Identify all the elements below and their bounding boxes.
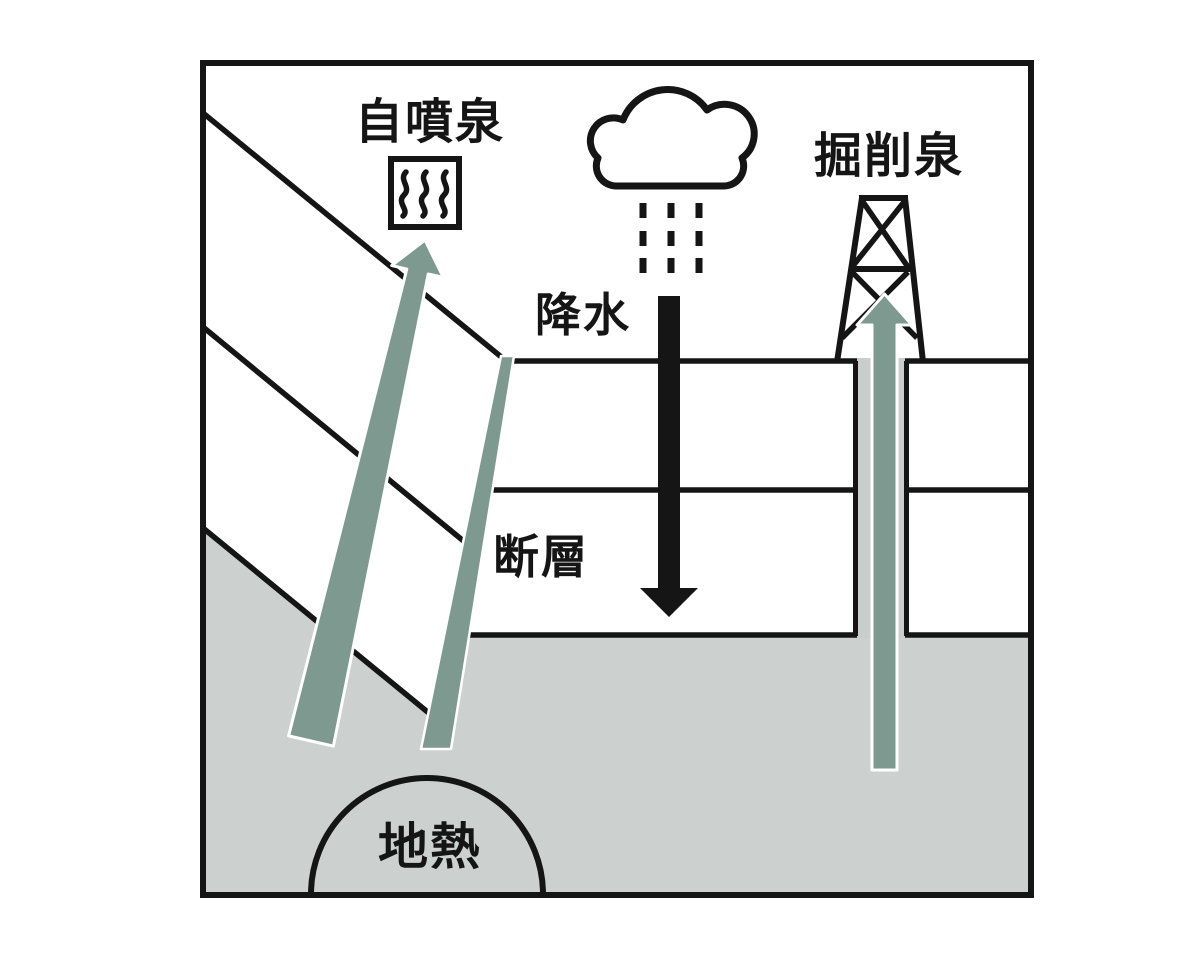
tilted-stratum-line-2 xyxy=(201,324,474,551)
hot-spring-icon xyxy=(388,156,462,230)
horizontal-strata-lines xyxy=(456,358,1030,638)
artesian-flow-arrow xyxy=(287,238,445,748)
rain-dashes xyxy=(639,203,703,273)
rain-cloud-icon xyxy=(586,86,758,190)
diagram-border xyxy=(200,60,1034,898)
steam-waves xyxy=(398,169,450,219)
tilted-stratum-line-1 xyxy=(201,110,507,363)
label-precipitation: 降水 xyxy=(535,288,631,342)
derrick-leg-left xyxy=(834,197,865,363)
label-drilled-spring: 掘削泉 xyxy=(813,128,965,184)
well-flow-arrow xyxy=(855,292,914,772)
fault-line xyxy=(419,354,516,751)
label-geothermal: 地熱 xyxy=(378,818,482,876)
label-fault: 断層 xyxy=(493,530,589,584)
precipitation-arrow xyxy=(640,296,698,617)
derrick-leg-right xyxy=(902,197,926,363)
well-walls xyxy=(853,361,909,636)
geothermal-dome xyxy=(308,775,546,895)
label-artesian-spring: 自噴泉 xyxy=(354,94,506,150)
